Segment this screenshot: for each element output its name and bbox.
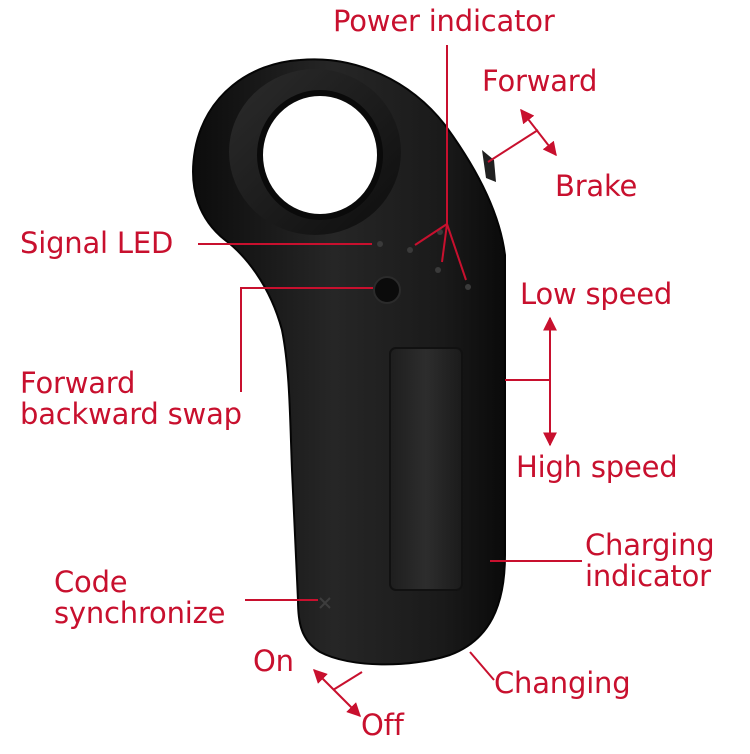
label-swap-line-2: backward swap [20, 397, 242, 431]
label-code-line-2: synchronize [54, 596, 226, 630]
power-indicator-dot-4 [465, 284, 471, 290]
power-leader-branch-3 [446, 223, 467, 281]
swap-button [373, 276, 401, 304]
label-charging-indicator: Charging indicator [585, 528, 715, 593]
code-sync-mark [319, 597, 331, 609]
power-indicator-dot-1 [407, 247, 413, 253]
label-code-synchronize: Code synchronize [54, 565, 226, 630]
label-brake: Brake [555, 169, 638, 203]
center-panel [389, 347, 463, 591]
label-forward-backward-swap: Forward backward swap [20, 368, 242, 430]
changing-leader [469, 651, 495, 681]
trigger-leader [487, 129, 539, 163]
label-code-line-1: Code [54, 565, 128, 599]
label-charging-line-1: Charging [585, 528, 715, 562]
label-forward: Forward [482, 64, 598, 98]
signal-led-dot [377, 241, 383, 247]
power-indicator-dot-3 [435, 267, 441, 273]
leader-lines [198, 45, 582, 717]
forward-brake-arrow [520, 108, 557, 157]
label-on: On [253, 644, 294, 678]
label-charging-line-2: indicator [585, 559, 711, 593]
label-signal-led: Signal LED [20, 226, 174, 260]
label-changing: Changing [494, 666, 631, 700]
label-power-indicator: Power indicator [333, 4, 555, 38]
power-leader-branch-1 [414, 223, 448, 246]
power-leader-branch-2 [441, 223, 448, 263]
label-low-speed: Low speed [520, 277, 673, 311]
swap-leader [240, 287, 373, 392]
ring-hole [257, 90, 383, 220]
on-off-arrow [313, 669, 361, 717]
label-swap-line-1: Forward [20, 366, 136, 400]
trigger [482, 150, 496, 182]
switch-leader [332, 671, 363, 691]
label-high-speed: High speed [516, 450, 678, 484]
label-off: Off [361, 708, 404, 742]
